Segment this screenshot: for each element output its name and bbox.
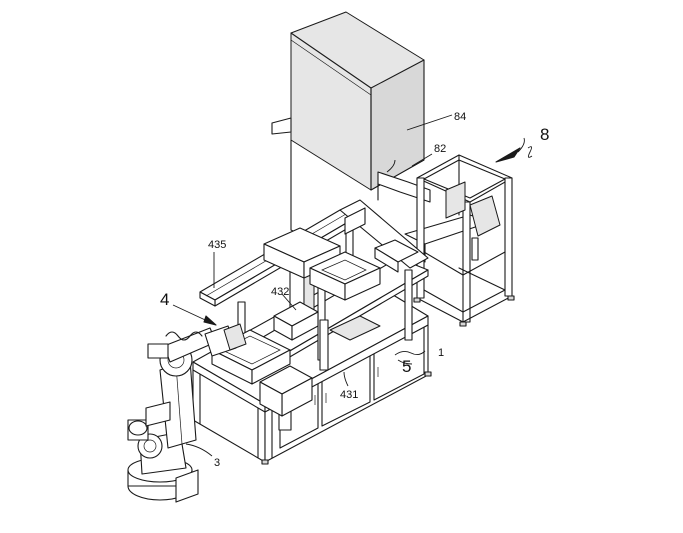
right-frame: [413, 154, 515, 327]
robot-arm: [127, 323, 247, 503]
label-84: 84: [454, 111, 466, 123]
upper-trays: [263, 227, 419, 301]
label-432: 432: [271, 286, 289, 298]
leader-lines: [172, 114, 533, 457]
label-3: 3: [214, 457, 220, 469]
table-modules: [211, 315, 381, 417]
label-8: 8: [540, 125, 549, 144]
label-1: 1: [438, 347, 444, 359]
label-82: 82: [434, 143, 446, 155]
label-435: 435: [208, 239, 226, 251]
label-5: 5: [402, 357, 411, 376]
tall-cabinet: [290, 11, 425, 271]
labels: 84 82 8 435 432 4 1 5 431 3: [160, 111, 549, 469]
label-431: 431: [340, 389, 358, 401]
base-cabinet: [192, 324, 432, 465]
label-4: 4: [160, 290, 169, 309]
